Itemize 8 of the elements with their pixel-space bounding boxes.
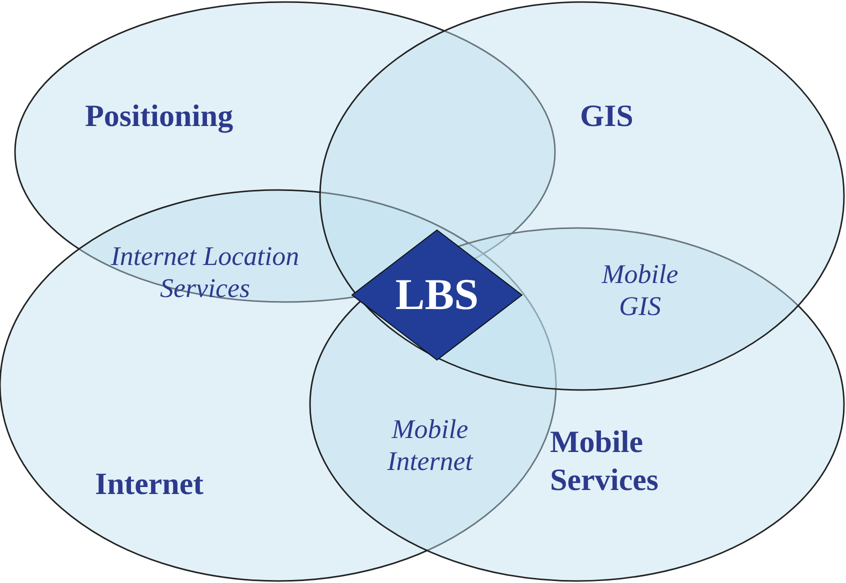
set-label: Positioning [85, 97, 234, 135]
overlap-label: Mobile Internet [386, 413, 474, 477]
set-label: Mobile Services [550, 423, 660, 499]
overlap-label: Internet Location Services [110, 240, 300, 304]
diamond-label: LBS [394, 270, 480, 320]
set-label: Internet [95, 465, 204, 503]
overlap-label: Mobile GIS [600, 258, 680, 322]
set-label: GIS [580, 97, 634, 135]
